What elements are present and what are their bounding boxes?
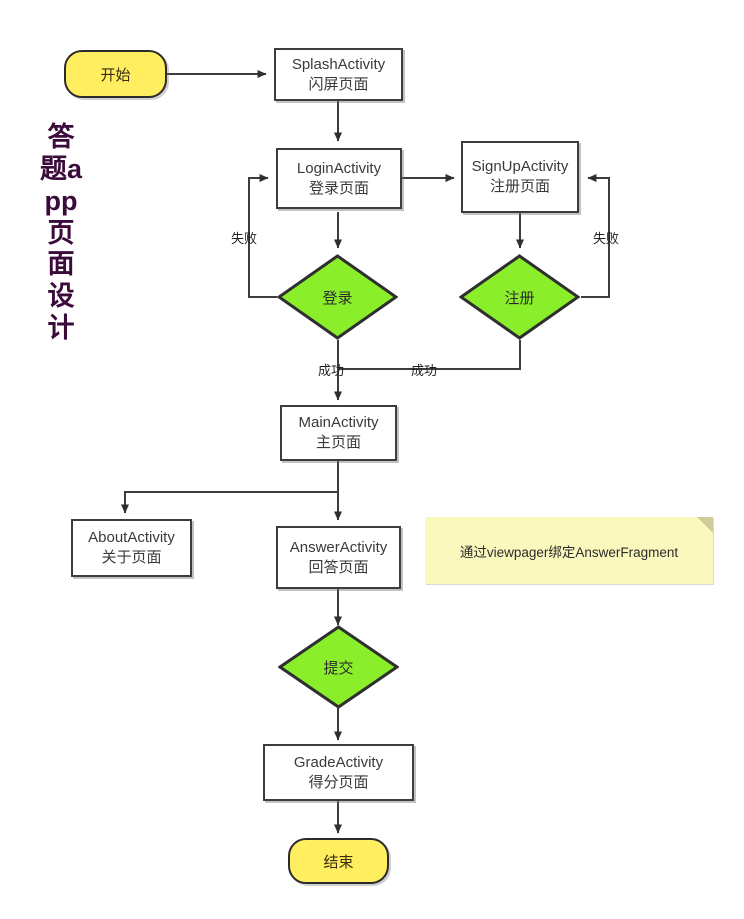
page-title: 答题app页面设计 <box>39 122 83 344</box>
node-decision-signup-label: 注册 <box>504 289 535 307</box>
node-about-title: AboutActivity <box>88 529 175 547</box>
node-signup-title: SignUpActivity <box>471 158 569 176</box>
edge-main-to-about <box>121 461 339 514</box>
node-start-label: 开始 <box>100 66 131 84</box>
node-signup-subtitle: 注册页面 <box>489 178 550 195</box>
note-text: 通过viewpager绑定AnswerFragment <box>459 544 679 560</box>
node-login-activity[interactable]: LoginActivity 登录页面 <box>276 148 402 209</box>
node-splash-title: SplashActivity <box>291 55 386 73</box>
node-about-activity[interactable]: AboutActivity 关于页面 <box>71 519 192 577</box>
node-about-subtitle: 关于页面 <box>101 549 162 566</box>
edge-label-signup-fail: 失败 <box>593 231 620 246</box>
node-grade-title: GradeActivity <box>293 753 384 771</box>
node-answer-title: AnswerActivity <box>289 538 388 556</box>
node-main-activity[interactable]: MainActivity 主页面 <box>280 405 397 461</box>
node-grade-subtitle: 得分页面 <box>308 773 369 791</box>
node-end-label: 结束 <box>323 853 354 871</box>
node-end[interactable]: 结束 <box>288 838 389 884</box>
node-answer-subtitle: 回答页面 <box>308 558 369 576</box>
node-login-subtitle: 登录页面 <box>308 179 369 197</box>
edge-label-signup-success: 成功 <box>411 363 438 378</box>
node-grade-activity[interactable]: GradeActivity 得分页面 <box>263 744 414 801</box>
edge-label-login-success: 成功 <box>318 363 345 378</box>
node-login-title: LoginActivity <box>296 159 382 177</box>
decision-signup-shape <box>459 254 580 340</box>
node-start[interactable]: 开始 <box>64 50 167 98</box>
node-splash-subtitle: 闪屏页面 <box>308 75 369 93</box>
node-decision-submit[interactable]: 提交 <box>278 625 399 709</box>
node-decision-submit-label: 提交 <box>323 659 354 677</box>
node-decision-login-label: 登录 <box>322 289 353 307</box>
node-main-subtitle: 主页面 <box>315 434 361 451</box>
node-decision-signup[interactable]: 注册 <box>459 254 580 340</box>
node-main-title: MainActivity <box>298 414 379 432</box>
edge-label-login-fail: 失败 <box>231 231 258 246</box>
node-splash-activity[interactable]: SplashActivity 闪屏页面 <box>274 48 403 101</box>
note-viewpager: 通过viewpager绑定AnswerFragment <box>425 517 713 584</box>
decision-login-shape <box>277 254 398 340</box>
note-fold-corner-icon <box>697 517 713 533</box>
decision-submit-shape <box>278 625 399 709</box>
node-answer-activity[interactable]: AnswerActivity 回答页面 <box>276 526 401 589</box>
node-signup-activity[interactable]: SignUpActivity 注册页面 <box>461 141 579 213</box>
node-decision-login[interactable]: 登录 <box>277 254 398 340</box>
